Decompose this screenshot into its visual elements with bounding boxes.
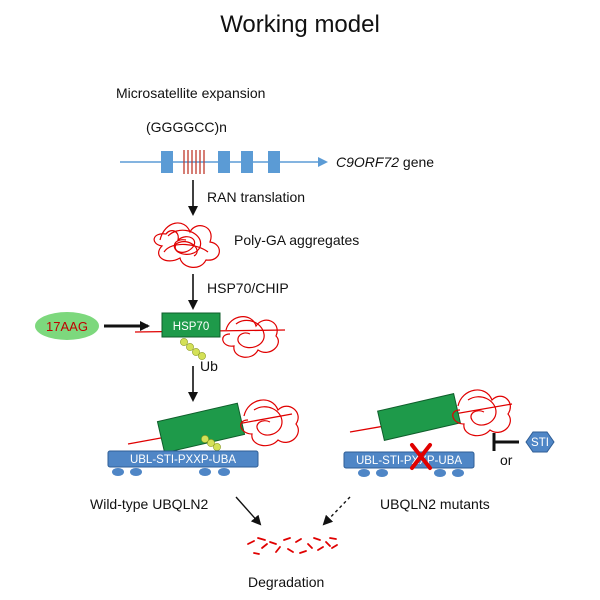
gene-structure [120,150,328,174]
wild-type-label: Wild-type UBQLN2 [90,496,208,512]
repeat-label: (GGGGCC)n [146,119,227,135]
hexagon-icon [525,431,555,453]
hsp70-chip-label: HSP70/CHIP [207,280,289,296]
mutants-label: UBQLN2 mutants [380,496,490,512]
ub-beads [180,338,206,360]
x-mark-icon [410,443,432,470]
polyga-aggregate [240,399,299,447]
inhibit-bar-icon [492,433,519,451]
hsp70-box [156,402,246,454]
dashed-arrow-icon [322,496,351,526]
ubqln2-mutant-label: UBL-STI-PXXP-UBA [356,455,462,467]
drug-label: 17AAG [46,319,88,334]
exon [241,151,253,173]
page-title: Working model [220,11,380,38]
uba-feet [358,469,464,477]
exon [161,151,173,173]
hsp70-box [377,393,461,441]
exon [218,151,230,173]
polyga-aggregate [222,316,279,358]
microsatellite-label: Microsatellite expansion [116,85,265,101]
ran-translation-label: RAN translation [207,189,305,205]
gene-label: C9ORF72 gene [336,154,434,170]
wild-type-complex: UBL-STI-PXXP-UBA [107,399,299,476]
ub-label: Ub [200,358,218,374]
ub-beads [201,435,221,451]
arrow-icon [235,496,262,526]
sti-label: STI [531,437,549,449]
hsp70-label: HSP70 [173,321,209,333]
hsp70-box [161,312,221,338]
or-label: or [500,452,513,468]
ubqln2-label: UBL-STI-PXXP-UBA [130,454,236,466]
hsp70-complex: HSP70 Ub [134,312,286,374]
drug-17aag [35,312,99,340]
degradation-fragments [247,537,338,555]
degradation-label: Degradation [248,574,324,590]
uba-feet [112,468,230,476]
polyga-label: Poly-GA aggregates [234,232,359,248]
exon [268,151,280,173]
ubqln2-box [343,451,475,469]
polyga-aggregate [153,222,220,268]
polyga-aggregate [452,389,511,437]
mutant-complex: UBL-STI-PXXP-UBA [343,389,513,477]
repeat-marks [183,150,205,174]
ubqln2-box [107,450,259,468]
